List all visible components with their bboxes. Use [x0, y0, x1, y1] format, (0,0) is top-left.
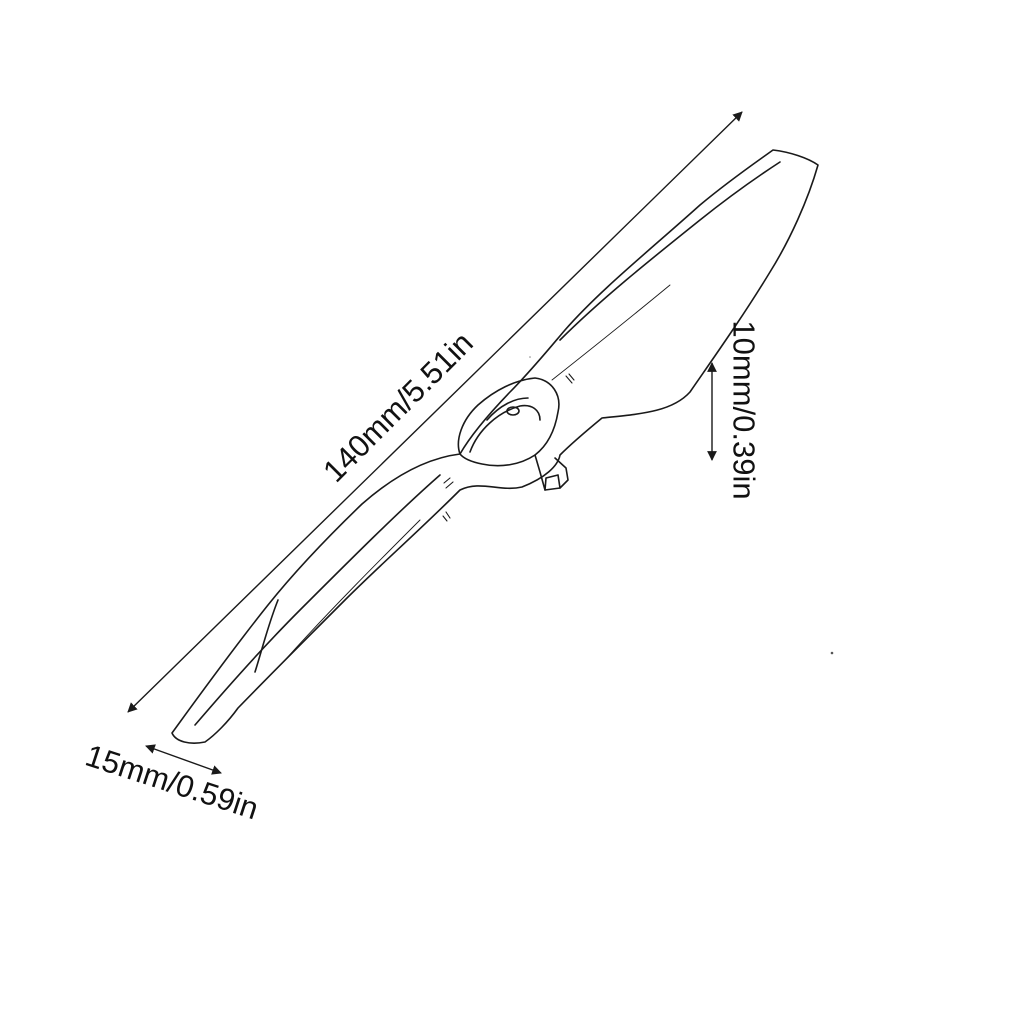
blade-contour-upper	[559, 161, 781, 341]
blade-contour-upper-2	[551, 284, 671, 381]
blade-outline	[171, 149, 819, 744]
width-dimension-line	[145, 744, 222, 775]
hub-clip	[534, 454, 569, 491]
blade-marking-2	[443, 477, 454, 489]
propeller-blade	[171, 149, 819, 744]
hub-body	[457, 377, 560, 467]
hub-inner-curve	[469, 404, 541, 453]
blade-marking-3	[442, 511, 451, 522]
length-dimension-line	[127, 111, 743, 713]
speck	[830, 651, 834, 655]
speck	[529, 356, 531, 358]
height-dimension-label: 10mm/0.39in	[726, 320, 762, 500]
blade-contour-lower	[194, 474, 441, 726]
blade-marking	[565, 373, 575, 384]
